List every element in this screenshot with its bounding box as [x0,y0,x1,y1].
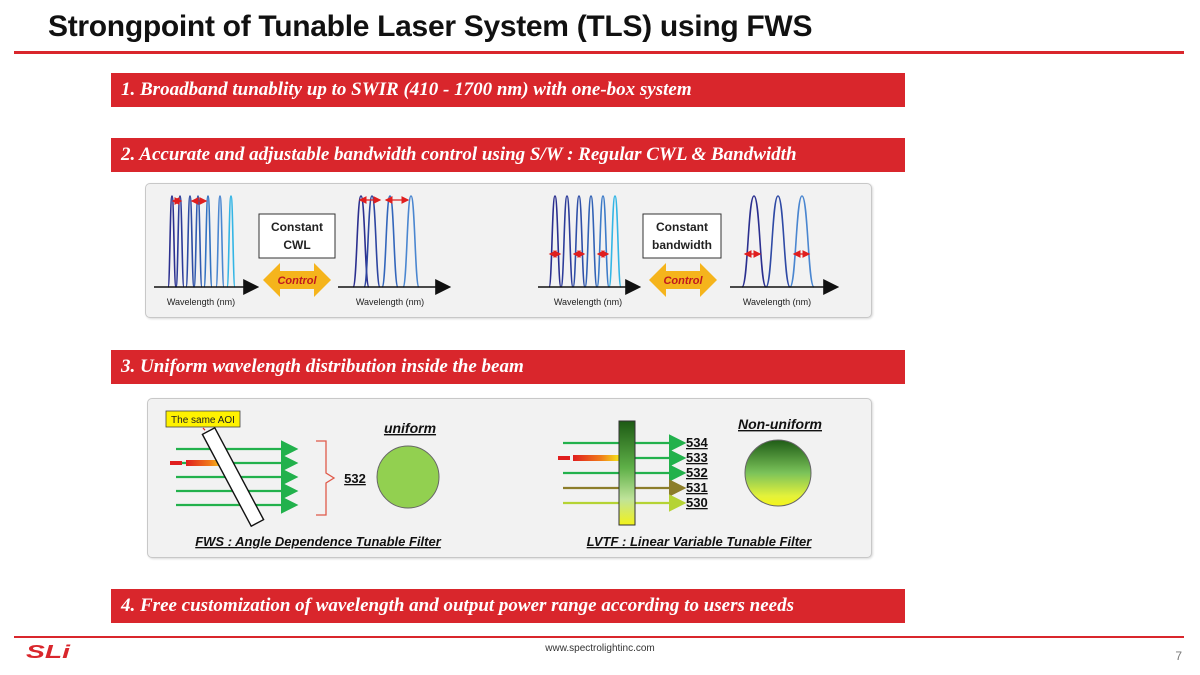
lvtf-wavelength-534: 534 [686,435,708,450]
axis-label: Wavelength (nm) [743,297,811,307]
cwl-wide-peaks [352,195,420,288]
uniform-spot [376,445,440,509]
point-1-banner: 1. Broadband tunablity up to SWIR (410 -… [111,73,905,107]
slide-title: Strongpoint of Tunable Laser System (TLS… [48,10,813,43]
constant-cwl-box [258,213,336,259]
lvtf-wavelength-532: 532 [686,465,708,480]
footer-divider [14,636,1184,638]
point-2-banner: 2. Accurate and adjustable bandwidth con… [111,138,905,172]
lvtf-filter [618,420,636,526]
beam-bracket [316,440,336,516]
axis-label: Wavelength (nm) [554,297,622,307]
axis-label: Wavelength (nm) [356,297,424,307]
control-label: Control [277,275,317,287]
lvtf-wavelength-533: 533 [686,450,708,465]
axis-label: Wavelength (nm) [167,297,235,307]
constant-bandwidth-line2: bandwidth [652,238,712,252]
aoi-label-box [165,410,241,428]
svg-text:SLi: SLi [26,643,72,661]
laser-input-beam [186,460,226,466]
title-divider [14,51,1184,54]
lvtf-caption: LVTF : Linear Variable Tunable Filter [587,534,813,549]
control-label: Control [663,275,703,287]
laser-input-stub [558,456,570,460]
laser-input-stub [170,461,182,465]
nonuniform-label: Non-uniform [738,416,822,432]
uniform-wavelength: 532 [344,471,366,486]
control-double-arrow [263,263,331,297]
control-double-arrow [649,263,717,297]
lvtf-wavelength-531: 531 [686,480,708,495]
point-4-banner: 4. Free customization of wavelength and … [111,589,905,623]
uniformity-panel: The same AOI 532 uniform FWS : Angle Dep… [147,398,872,558]
sli-logo: SLi [26,642,72,666]
bandwidth-regular-peaks [548,195,622,288]
page-number: 7 [1175,649,1182,663]
uniformity-diagram: The same AOI 532 uniform FWS : Angle Dep… [165,410,822,549]
bandwidth-spaced-peaks [741,195,815,288]
laser-input-beam [573,455,619,461]
footer-url[interactable]: www.spectrolightinc.com [545,643,655,654]
lvtf-wavelength-530: 530 [686,495,708,510]
fws-filter-plate [201,426,265,528]
uniform-label: uniform [384,420,436,436]
nonuniform-spot [744,439,812,507]
aoi-label: The same AOI [171,415,235,426]
constant-cwl-line2: CWL [283,238,310,252]
constant-bandwidth-line1: Constant [656,220,708,234]
bandwidth-control-diagram: Wavelength (nm) Constant CWL Control Wav… [154,195,840,307]
constant-cwl-line1: Constant [271,220,323,234]
cwl-narrow-peaks [167,195,236,288]
point-3-banner: 3. Uniform wavelength distribution insid… [111,350,905,384]
aoi-pointer-arrow [202,427,217,443]
constant-bandwidth-box [642,213,722,259]
sli-logo-mark: SLi [26,642,72,662]
bandwidth-control-panel: Wavelength (nm) Constant CWL Control Wav… [145,183,872,318]
fws-caption: FWS : Angle Dependence Tunable Filter [195,534,442,549]
